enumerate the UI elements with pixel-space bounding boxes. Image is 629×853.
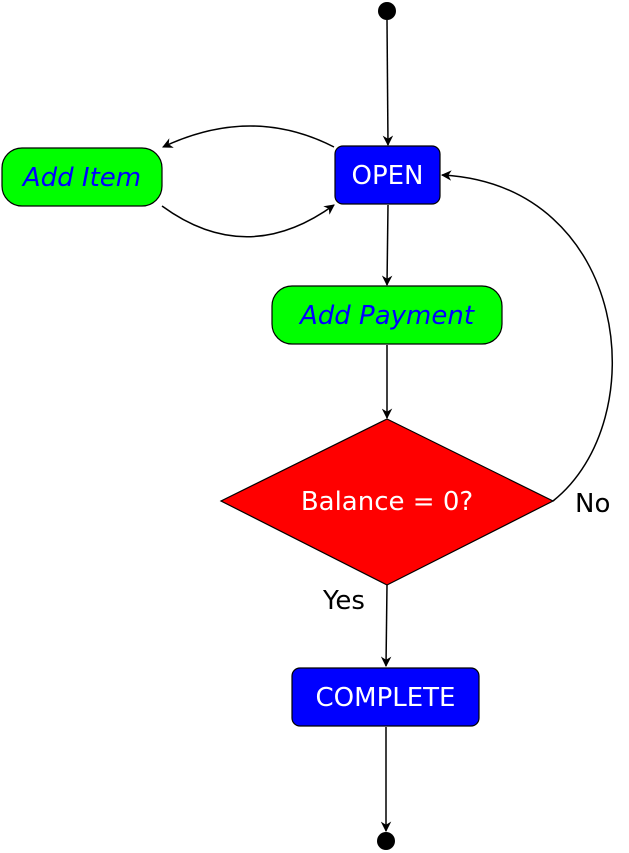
add-item-node-label: Add Item [21,163,141,193]
decision-node-label: Balance = 0? [301,487,473,517]
complete-node [291,667,480,727]
complete-node-label: COMPLETE [316,683,456,713]
edge-open-to-add-payment [381,204,393,287]
edge-label-yes: Yes [322,586,365,616]
add-payment-node [271,285,503,345]
edge-start-to-open [382,19,394,147]
open-node-label: OPEN [351,161,423,191]
add-item-node [1,147,163,207]
open-node [334,145,441,205]
end-node [377,832,395,850]
edge-decision-no-to-open [440,170,614,502]
edge-label-no: No [575,489,610,519]
edge-decision-yes-to-complete [380,584,392,668]
start-node [378,2,396,20]
edge-open-to-add-item [162,125,335,148]
add-payment-node-label: Add Payment [298,301,475,331]
edge-add-item-to-open [161,204,335,238]
